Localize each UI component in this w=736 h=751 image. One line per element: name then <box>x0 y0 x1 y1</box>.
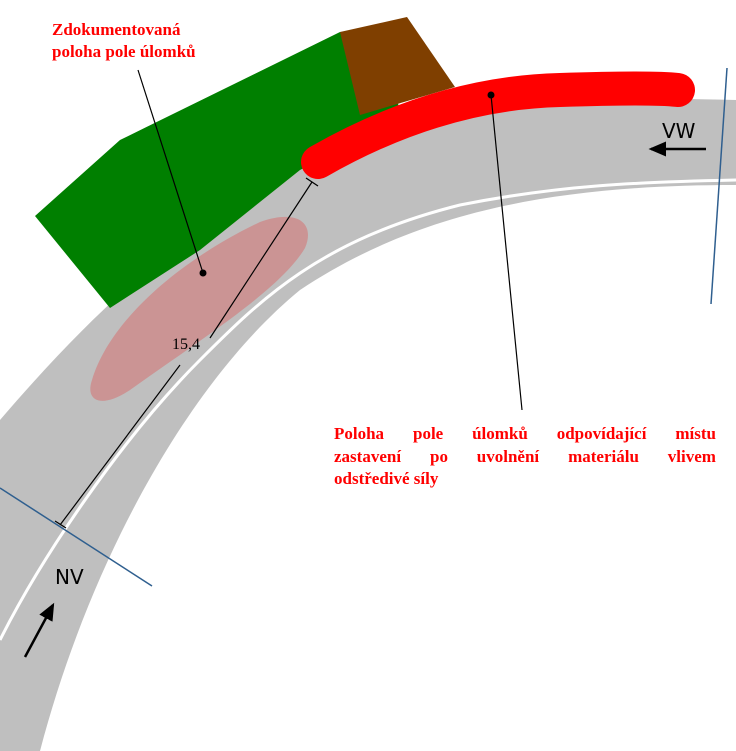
label-word: zastavení <box>334 447 401 466</box>
label-word: odpovídající <box>557 424 647 443</box>
distance-line-lower <box>59 364 181 526</box>
label-word: Poloha <box>334 424 385 443</box>
road <box>0 99 736 751</box>
vehicle-nv-label: NV <box>55 565 84 589</box>
label-documented-line1: Zdokumentovaná <box>52 20 181 39</box>
soil-area <box>340 17 455 115</box>
distance-line-upper <box>209 181 313 339</box>
label-centrifugal-line1: Poloha pole úlomků odpovídající místu <box>334 424 716 443</box>
label-word: materiálu <box>568 447 639 466</box>
boundary-line-right <box>710 67 728 305</box>
label-word: úlomků <box>472 424 528 443</box>
leader-line-centrifugal <box>490 94 523 411</box>
label-centrifugal-line3: odstředivé síly <box>334 469 439 488</box>
lane-divider <box>0 178 736 641</box>
label-centrifugal-line2: zastavení po uvolnění materiálu vlivem <box>334 447 716 466</box>
label-word: uvolnění <box>477 447 540 466</box>
centrifugal-debris-field <box>301 71 695 179</box>
vehicle-nv-arrow-icon <box>23 602 55 658</box>
grass-area <box>35 30 400 308</box>
documented-debris-field <box>90 216 308 401</box>
leader-dot-documented <box>199 269 207 277</box>
boundary-line-left <box>0 487 153 587</box>
label-word: vlivem <box>668 447 716 466</box>
label-word: místu <box>675 424 716 443</box>
label-word: pole <box>413 424 444 443</box>
distance-tick-end <box>305 177 319 187</box>
leader-dot-centrifugal <box>487 91 495 99</box>
vehicle-vw-label: VW <box>662 119 696 143</box>
distance-tick-start <box>54 520 67 529</box>
leader-line-documented <box>137 69 204 274</box>
distance-label: 15,4 <box>172 336 200 353</box>
label-word: po <box>430 447 448 466</box>
label-documented-line2: poloha pole úlomků <box>52 42 196 61</box>
